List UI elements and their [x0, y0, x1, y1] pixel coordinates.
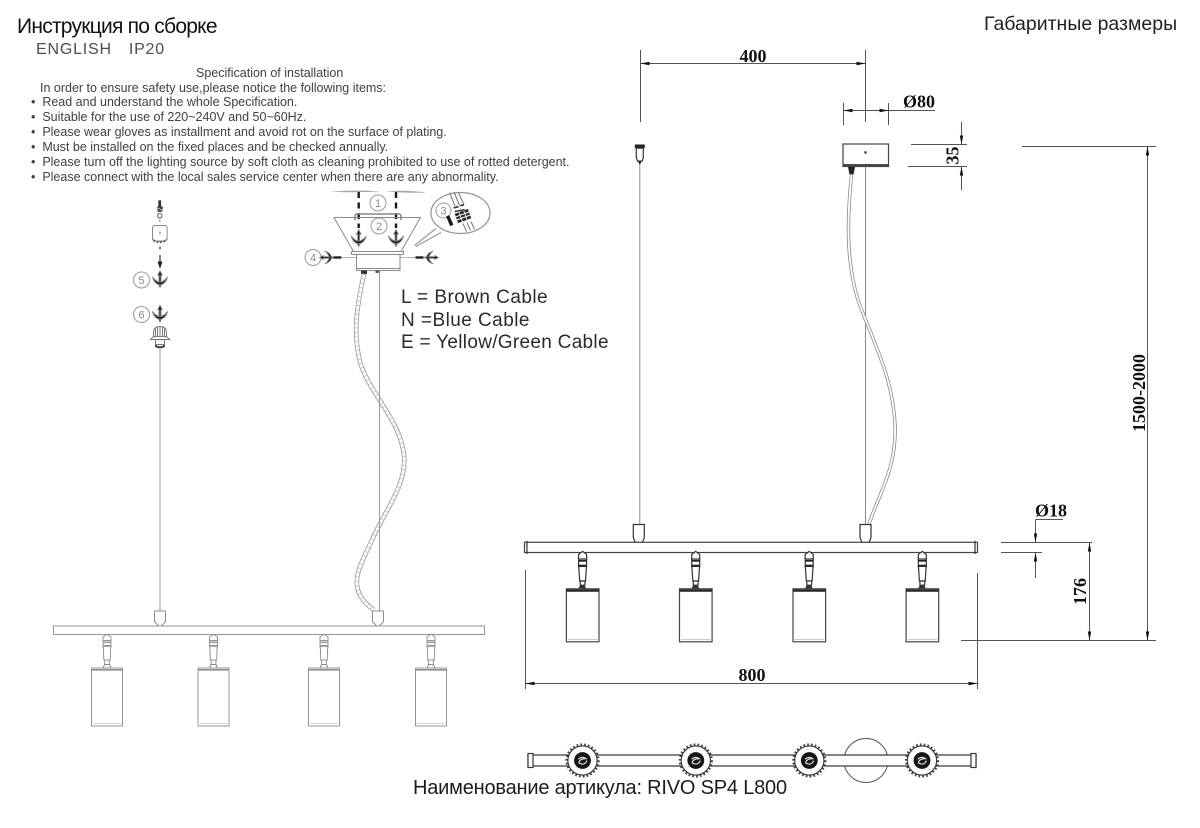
svg-text:4: 4: [310, 253, 316, 265]
svg-text:35: 35: [943, 147, 963, 165]
svg-text:3: 3: [440, 206, 446, 218]
svg-text:1: 1: [375, 198, 381, 210]
svg-text:Ø18: Ø18: [1035, 501, 1067, 521]
svg-text:400: 400: [740, 46, 767, 66]
svg-text:5: 5: [138, 275, 144, 287]
svg-text:1500-2000: 1500-2000: [1129, 354, 1149, 432]
svg-text:2: 2: [376, 221, 382, 233]
svg-text:176: 176: [1070, 578, 1090, 605]
svg-text:800: 800: [739, 665, 766, 685]
svg-text:6: 6: [138, 310, 144, 322]
svg-text:Ø80: Ø80: [903, 92, 935, 112]
